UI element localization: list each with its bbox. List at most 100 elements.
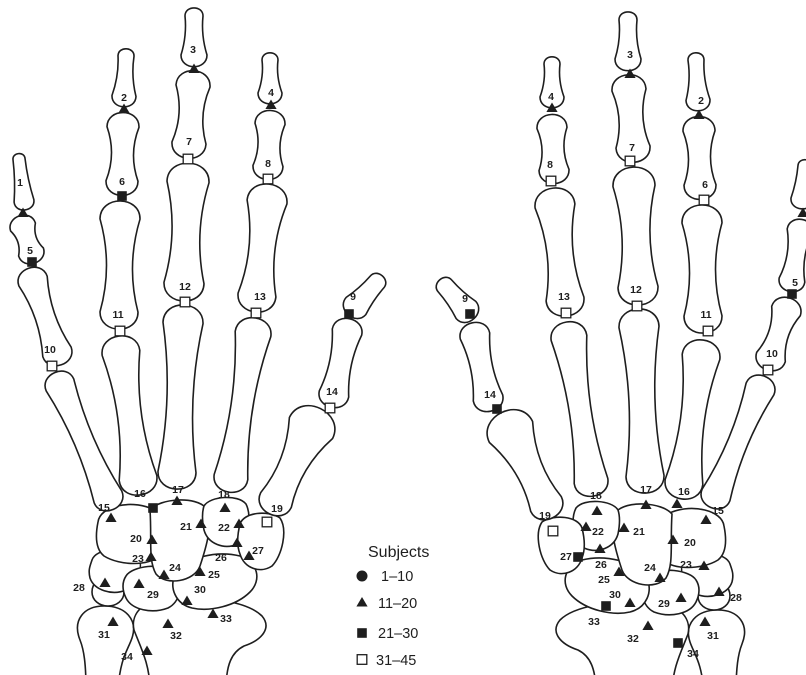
- right-hand: 2345678910111213141516171819202122232425…: [436, 12, 806, 675]
- legend-label: 1–10: [381, 569, 413, 585]
- triangle-marker: [671, 499, 682, 509]
- joint-label: 9: [350, 291, 356, 303]
- filled-square-marker: [148, 503, 158, 513]
- joint-label: 1: [17, 177, 23, 189]
- joint-label: 2: [121, 92, 127, 104]
- joint-label: 29: [658, 598, 670, 610]
- joint-label: 26: [215, 552, 227, 564]
- joint-label: 15: [98, 502, 110, 514]
- joint-label: 6: [702, 179, 708, 191]
- thumb-metacarpal-bone: [487, 410, 563, 520]
- filled-square-marker: [27, 257, 37, 267]
- joint-label: 2: [698, 95, 704, 107]
- joint-label: 33: [220, 613, 232, 625]
- open-square-marker: [47, 361, 57, 371]
- filled-square-marker: [673, 638, 683, 648]
- joint-label: 20: [684, 537, 696, 549]
- open-square-marker: [180, 297, 190, 307]
- joint-label: 13: [558, 291, 570, 303]
- joint-label: 32: [627, 633, 639, 645]
- open-square-marker: [546, 176, 556, 186]
- joint-label: 28: [730, 592, 742, 604]
- open-square-marker: [632, 301, 642, 311]
- little-metacarpal-bone: [45, 371, 123, 511]
- joint-label: 14: [484, 389, 496, 401]
- open-square-marker: [561, 308, 571, 318]
- open-square-marker: [325, 403, 335, 413]
- joint-label: 16: [678, 486, 690, 498]
- joint-label: 21: [633, 526, 645, 538]
- joint-label: 31: [98, 629, 110, 641]
- joint-label: 30: [194, 584, 206, 596]
- joint-label: 12: [179, 281, 191, 293]
- joint-label: 11: [112, 309, 123, 321]
- joint-label: 3: [627, 49, 633, 61]
- filled-square-marker: [117, 191, 127, 201]
- little-proximal-phalanx-bone: [756, 297, 801, 371]
- trapezium-bone: [538, 517, 584, 573]
- open-square-marker: [703, 326, 713, 336]
- circle-marker: [357, 571, 368, 582]
- joint-label: 18: [590, 490, 602, 502]
- joint-label: 34: [687, 648, 699, 660]
- joint-label: 27: [252, 545, 264, 557]
- index-middle-phalanx-bone: [537, 114, 569, 183]
- open-square-marker: [548, 526, 558, 536]
- joint-label: 34: [121, 651, 133, 663]
- joint-label: 18: [218, 489, 230, 501]
- open-square-marker: [263, 174, 273, 184]
- joint-point: 27: [560, 551, 583, 563]
- joint-label: 17: [640, 484, 652, 496]
- filled-square-marker: [787, 289, 797, 299]
- ulna-bone: [688, 610, 744, 675]
- joint-label: 10: [766, 348, 778, 360]
- joint-label: 25: [208, 569, 220, 581]
- joint-label: 21: [180, 521, 192, 533]
- open-square-marker: [183, 154, 193, 164]
- joint-label: 16: [134, 488, 146, 500]
- joint-label: 17: [172, 484, 184, 496]
- open-square-marker: [763, 365, 773, 375]
- joint-label: 11: [700, 309, 711, 321]
- open-square-marker: [625, 156, 635, 166]
- joint-label: 12: [630, 284, 642, 296]
- open-square-marker: [262, 517, 272, 527]
- joint-label: 31: [707, 630, 719, 642]
- joint-label: 14: [326, 386, 338, 398]
- triangle-marker: [356, 597, 367, 607]
- open-square-marker: [251, 308, 261, 318]
- joint-label: 8: [547, 159, 553, 171]
- joint-label: 5: [792, 277, 798, 289]
- middle-distal-phalanx-bone: [615, 12, 641, 71]
- legend-label: 31–45: [376, 653, 416, 669]
- middle-metacarpal-bone: [619, 309, 664, 493]
- joint-label: 24: [644, 562, 656, 574]
- trapezium-bone: [238, 513, 284, 569]
- middle-metacarpal-bone: [158, 305, 203, 489]
- filled-square-marker: [601, 601, 611, 611]
- little-distal-phalanx-bone: [791, 160, 806, 209]
- filled-square-marker: [357, 628, 367, 638]
- joint-label: 24: [169, 562, 181, 574]
- joint-label: 8: [265, 158, 271, 170]
- little-metacarpal-bone: [701, 375, 775, 509]
- joint-label: 23: [132, 553, 144, 565]
- legend: Subjects 1–10 11–20 21–30 31–45: [356, 544, 429, 669]
- joint-label: 9: [462, 293, 468, 305]
- joint-label: 3: [190, 44, 196, 56]
- thumb-metacarpal-bone: [259, 406, 335, 516]
- thumb-proximal-phalanx-bone: [460, 322, 503, 411]
- joint-label: 10: [44, 344, 56, 356]
- joint-label: 33: [588, 616, 600, 628]
- filled-square-marker: [344, 309, 354, 319]
- filled-square-marker: [573, 552, 583, 562]
- joint-label: 29: [147, 589, 159, 601]
- joint-label: 26: [595, 559, 607, 571]
- joint-label: 4: [268, 87, 274, 99]
- joint-label: 4: [548, 91, 554, 103]
- joint-label: 22: [218, 522, 230, 534]
- joint-label: 6: [119, 176, 125, 188]
- legend-title: Subjects: [368, 544, 429, 561]
